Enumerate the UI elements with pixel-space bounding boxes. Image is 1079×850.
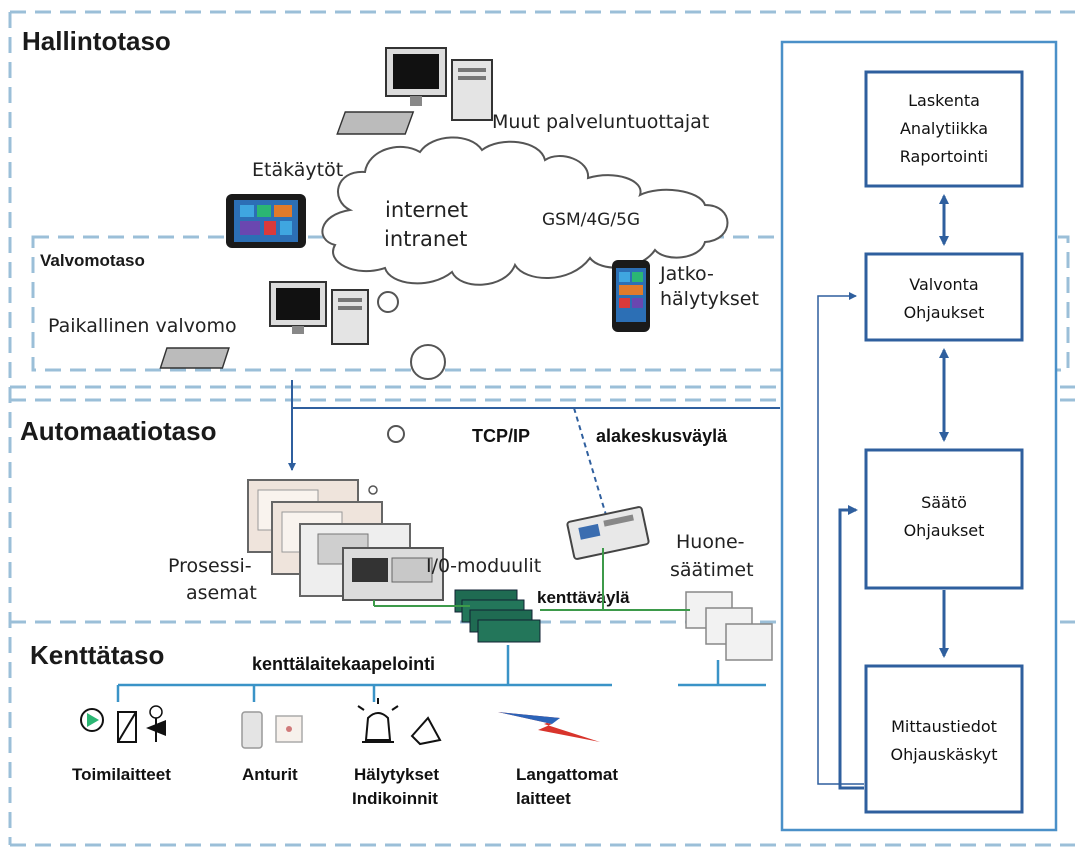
label-wireless-1: Langattomat — [516, 765, 618, 784]
feedback-to-control — [838, 505, 864, 790]
label-room-controllers-1: Huone- — [676, 531, 745, 553]
flow-box-monitoring: Valvonta Ohjaukset — [864, 252, 1024, 342]
label-actuators: Toimilaitteet — [72, 765, 171, 784]
flow-box-measurements: Mittaustiedot Ohjauskäskyt — [864, 664, 1024, 814]
process-station-icon — [247, 479, 444, 601]
io-module-icon — [454, 589, 541, 643]
level-title-management: Hallintotaso — [22, 26, 171, 56]
wireless-icon — [498, 712, 600, 742]
level-title-monitoring: Valvomotaso — [40, 251, 145, 270]
label-field-cabling: kenttälaitekaapelointi — [252, 654, 435, 674]
flow-box-calculation-line-3: Raportointi — [900, 147, 988, 166]
label-field-bus: kenttäväylä — [537, 588, 630, 607]
label-intranet: intranet — [384, 227, 467, 251]
substation-bus-line — [573, 407, 607, 516]
label-alarms: Hälytykset — [354, 765, 439, 784]
green-fieldbus-lines — [373, 548, 690, 611]
label-alarm-forward-2: hälytykset — [660, 288, 759, 310]
flow-arrows — [817, 194, 949, 790]
label-internet: internet — [385, 198, 468, 222]
label-sensors: Anturit — [242, 765, 298, 784]
label-io-modules: I/0-moduulit — [426, 555, 541, 577]
flow-box-calculation-line-2: Analytiikka — [900, 119, 988, 138]
smartphone-icon — [612, 260, 650, 332]
label-mobile-network: GSM/4G/5G — [542, 210, 640, 230]
label-local-control-room: Paikallinen valvomo — [48, 315, 237, 337]
label-alarm-forward-1: Jatko- — [659, 263, 714, 285]
computer-icon — [336, 47, 493, 135]
label-wireless-2: laitteet — [516, 789, 571, 808]
flow-box-control: Säätö Ohjaukset — [864, 448, 1024, 590]
internet-cloud — [321, 136, 729, 286]
flow-box-calculation-line-1: Laskenta — [908, 91, 980, 110]
field-cabling-lines — [116, 645, 766, 702]
level-title-field: Kenttätaso — [30, 640, 164, 670]
label-process-2: asemat — [186, 582, 257, 604]
label-other-providers: Muut palveluntuottajat — [492, 111, 709, 133]
flow-box-monitoring-line-2: Ohjaukset — [904, 303, 985, 322]
room-controller-icon — [685, 591, 773, 661]
sensor-icons — [241, 711, 303, 749]
substation-module-icon — [566, 506, 650, 560]
label-room-controllers-2: säätimet — [670, 559, 754, 581]
flow-box-monitoring-line-1: Valvonta — [909, 275, 978, 294]
label-indications: Indikoinnit — [352, 789, 438, 808]
flow-box-control-line-2: Ohjaukset — [904, 521, 985, 540]
label-tcpip: TCP/IP — [472, 426, 530, 446]
level-title-automation: Automaatiotaso — [20, 416, 216, 446]
flow-box-measurements-line-1: Mittaustiedot — [891, 717, 997, 736]
actuator-icons — [80, 705, 166, 743]
workstation-icon — [159, 281, 369, 369]
alarm-icons — [357, 698, 442, 746]
flow-box-calculation: Laskenta Analytiikka Raportointi — [864, 70, 1024, 188]
label-remote-use: Etäkäytöt — [252, 159, 343, 181]
monitoring-level-frame — [31, 235, 1070, 372]
tablet-icon — [226, 194, 306, 248]
label-process-1: Prosessi- — [168, 555, 252, 577]
flow-box-control-line-1: Säätö — [921, 493, 967, 512]
level-borders — [8, 10, 1075, 847]
label-substation-bus: alakeskusväylä — [596, 426, 728, 446]
flow-box-measurements-line-2: Ohjauskäskyt — [890, 745, 997, 764]
cloud-bubbles — [368, 291, 446, 495]
